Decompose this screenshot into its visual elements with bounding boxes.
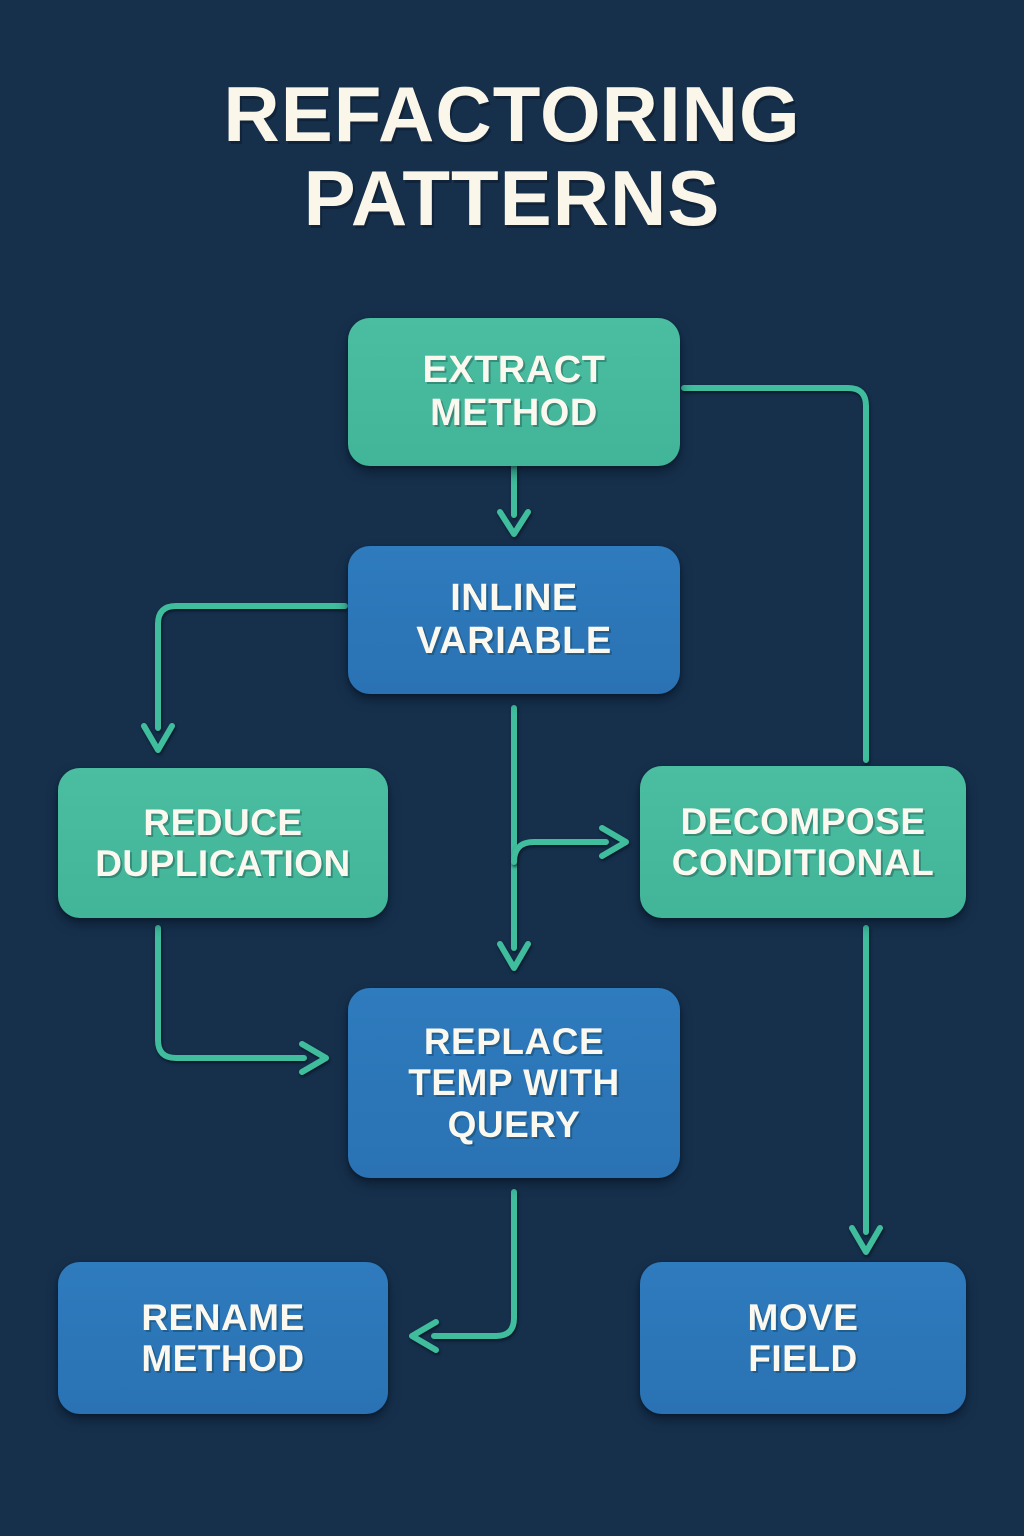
node-extract-method[interactable]: EXTRACT METHOD [348, 318, 680, 466]
node-decompose-conditional[interactable]: DECOMPOSE CONDITIONAL [640, 766, 966, 918]
node-inline-variable[interactable]: INLINE VARIABLE [348, 546, 680, 694]
edge-decompose-to-move [849, 925, 883, 1255]
node-label: INLINE VARIABLE [416, 577, 612, 662]
node-label: EXTRACT METHOD [422, 349, 606, 434]
node-label: REPLACE TEMP WITH QUERY [408, 1020, 620, 1145]
edge-replace-to-rename [409, 1189, 517, 1353]
edge-inline-to-decompose [511, 825, 629, 865]
node-label: MOVE FIELD [747, 1296, 859, 1379]
node-move-field[interactable]: MOVE FIELD [640, 1262, 966, 1414]
node-label: RENAME METHOD [141, 1296, 305, 1379]
node-replace-temp-with-query[interactable]: REPLACE TEMP WITH QUERY [348, 988, 680, 1178]
node-label: DECOMPOSE CONDITIONAL [671, 800, 935, 883]
node-label: REDUCE DUPLICATION [95, 801, 351, 884]
edge-extract-to-inline [497, 463, 531, 537]
edge-inline-to-replace [497, 705, 531, 971]
node-reduce-duplication[interactable]: REDUCE DUPLICATION [58, 768, 388, 918]
edge-reduce-to-replace [155, 925, 329, 1075]
node-rename-method[interactable]: RENAME METHOD [58, 1262, 388, 1414]
page-title: REFACTORING PATTERNS [223, 70, 801, 243]
edge-inline-to-reduce [141, 603, 348, 753]
edge-extract-to-decompose [681, 385, 869, 763]
